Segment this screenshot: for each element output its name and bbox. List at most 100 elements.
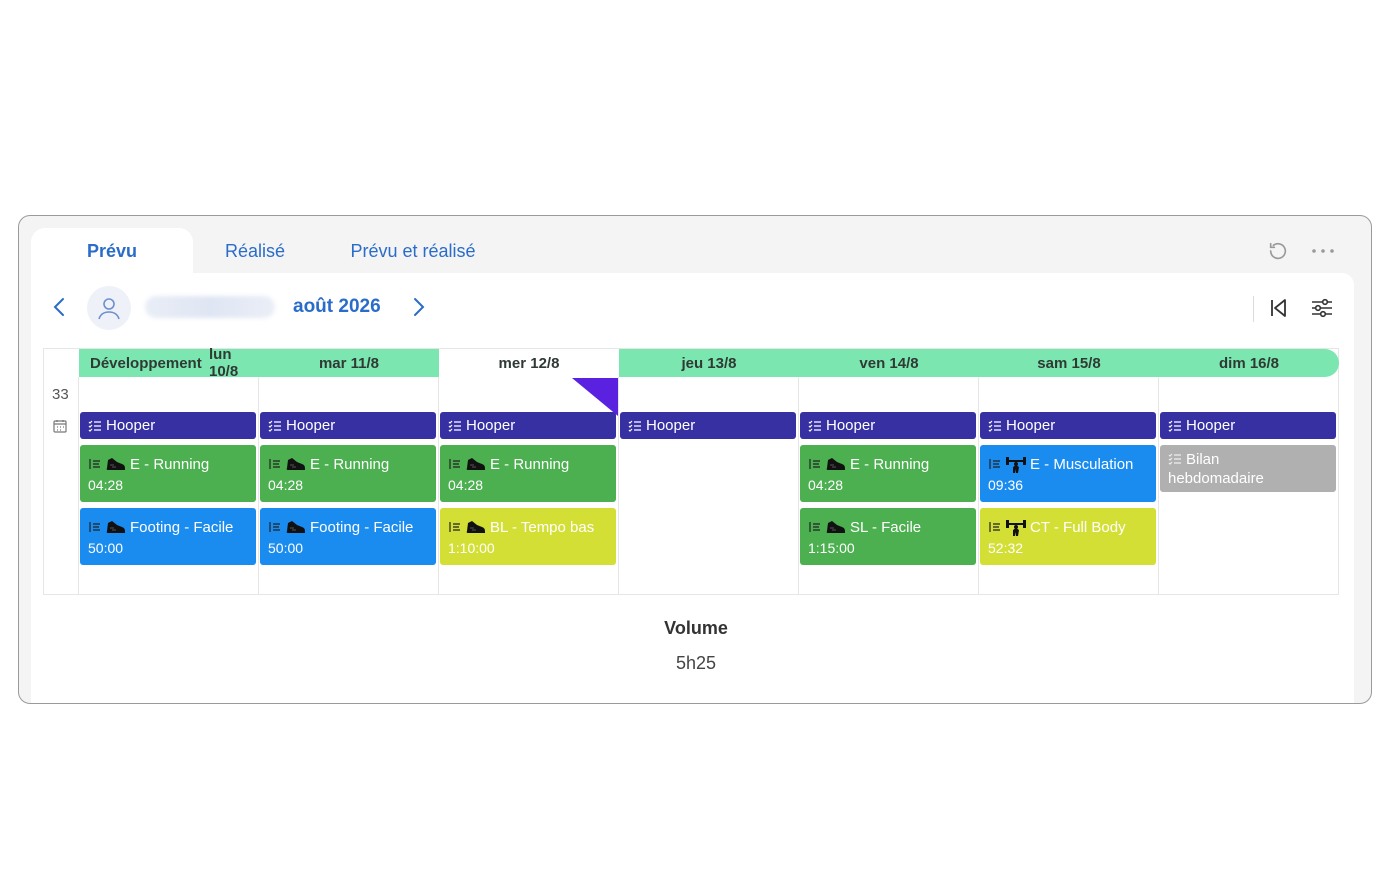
event-title: Hooper xyxy=(1006,417,1056,434)
event-duration: 52:32 xyxy=(988,540,1024,556)
workout-card[interactable]: Footing - Facile 50:00 xyxy=(260,508,436,565)
go-to-first-icon[interactable] xyxy=(1264,294,1292,322)
hooper-event[interactable]: Hooper xyxy=(80,412,256,439)
column-divider xyxy=(798,377,799,595)
hooper-event[interactable]: Hooper xyxy=(260,412,436,439)
hooper-event[interactable]: Hooper xyxy=(800,412,976,439)
day-header-3: jeu 13/8 xyxy=(681,354,737,372)
checklist-icon xyxy=(88,420,102,432)
workout-card[interactable]: E - Running 04:28 xyxy=(800,445,976,502)
week-calendar-grid: Développement 33 lun 10/8 mar 11/8 mer 12/… xyxy=(43,346,1339,595)
phase-band xyxy=(79,349,1339,377)
details-list-icon xyxy=(988,457,1002,471)
running-shoe-icon xyxy=(106,519,126,535)
day-header-0: lun 10/8 xyxy=(209,346,239,380)
details-list-icon xyxy=(88,520,102,534)
previous-week-button[interactable] xyxy=(47,292,71,322)
event-title: E - Running xyxy=(490,455,570,473)
current-month: août 2026 xyxy=(293,296,381,317)
workout-card[interactable]: E - Running 04:28 xyxy=(260,445,436,502)
column-divider xyxy=(978,377,979,595)
details-list-icon xyxy=(448,520,462,534)
tab-realise[interactable]: Réalisé xyxy=(224,240,286,261)
hooper-event[interactable]: Hooper xyxy=(440,412,616,439)
event-title: Hooper xyxy=(646,417,696,434)
column-divider xyxy=(258,377,259,595)
event-title: Hooper xyxy=(1186,417,1236,434)
event-duration: 04:28 xyxy=(448,477,484,493)
week-number: 33 xyxy=(52,386,69,403)
day-header-1: mar 11/8 xyxy=(318,354,380,372)
details-list-icon xyxy=(268,457,282,471)
next-week-button[interactable] xyxy=(407,292,431,322)
avatar[interactable] xyxy=(87,286,131,330)
event-duration: hebdomadaire xyxy=(1168,470,1264,487)
filter-settings-icon[interactable] xyxy=(1308,294,1336,322)
tab-prevu[interactable]: Prévu xyxy=(31,228,193,274)
event-title: Footing - Facile xyxy=(310,518,414,536)
event-duration: 09:36 xyxy=(988,477,1024,493)
details-list-icon xyxy=(808,520,822,534)
event-duration: 50:00 xyxy=(88,540,124,556)
running-shoe-icon xyxy=(106,456,126,472)
event-duration: 50:00 xyxy=(268,540,304,556)
checklist-icon xyxy=(448,420,462,432)
running-shoe-icon xyxy=(826,519,846,535)
column-divider xyxy=(1158,377,1159,595)
event-title: Hooper xyxy=(466,417,516,434)
running-shoe-icon xyxy=(466,519,486,535)
event-title: SL - Facile xyxy=(850,518,922,536)
event-title: BL - Tempo bas xyxy=(490,518,595,536)
day-header-6: dim 16/8 xyxy=(1218,354,1280,372)
running-shoe-icon xyxy=(826,456,846,472)
workout-card[interactable]: E - Running 04:28 xyxy=(440,445,616,502)
column-divider xyxy=(438,377,439,595)
running-shoe-icon xyxy=(466,456,486,472)
day-header-2: mer 12/8 xyxy=(439,349,619,377)
calendar-card: Prévu Réalisé Prévu et réalisé août 2026… xyxy=(18,215,1372,704)
refresh-icon[interactable] xyxy=(1264,237,1292,265)
weightlifting-icon xyxy=(1006,454,1026,474)
running-shoe-icon xyxy=(286,519,306,535)
details-list-icon xyxy=(448,457,462,471)
event-title: E - Running xyxy=(310,455,390,473)
today-marker xyxy=(572,378,618,416)
details-list-icon xyxy=(988,520,1002,534)
more-options-icon[interactable] xyxy=(1309,237,1337,265)
hooper-event[interactable]: Hooper xyxy=(620,412,796,439)
event-duration: 04:28 xyxy=(268,477,304,493)
workout-card[interactable]: CT - Full Body 52:32 xyxy=(980,508,1156,565)
hooper-event[interactable]: Hooper xyxy=(1160,412,1336,439)
phase-label: Développement xyxy=(90,354,202,372)
event-title: Footing - Facile xyxy=(130,518,234,536)
event-title: E - Running xyxy=(850,455,930,473)
day-header-5: sam 15/8 xyxy=(1037,354,1101,372)
day-header-4: ven 14/8 xyxy=(859,354,919,372)
tab-prevu-et-realise[interactable]: Prévu et réalisé xyxy=(350,240,476,261)
checklist-icon xyxy=(1168,453,1182,465)
event-title: CT - Full Body xyxy=(1030,518,1126,536)
details-list-icon xyxy=(268,520,282,534)
checklist-icon xyxy=(268,420,282,432)
hooper-event[interactable]: Hooper xyxy=(980,412,1156,439)
checklist-icon xyxy=(628,420,642,432)
athlete-name-blurred xyxy=(145,296,275,318)
details-list-icon xyxy=(808,457,822,471)
event-title: Hooper xyxy=(286,417,336,434)
running-shoe-icon xyxy=(286,456,306,472)
checklist-icon xyxy=(808,420,822,432)
toolbar-divider xyxy=(1253,296,1254,322)
event-duration: 04:28 xyxy=(808,477,844,493)
event-title: Hooper xyxy=(826,417,876,434)
workout-card[interactable]: Footing - Facile 50:00 xyxy=(80,508,256,565)
details-list-icon xyxy=(88,457,102,471)
column-divider xyxy=(618,377,619,595)
calendar-icon[interactable] xyxy=(53,419,67,438)
event-title: E - Running xyxy=(130,455,210,473)
volume-label: Volume xyxy=(664,618,728,638)
